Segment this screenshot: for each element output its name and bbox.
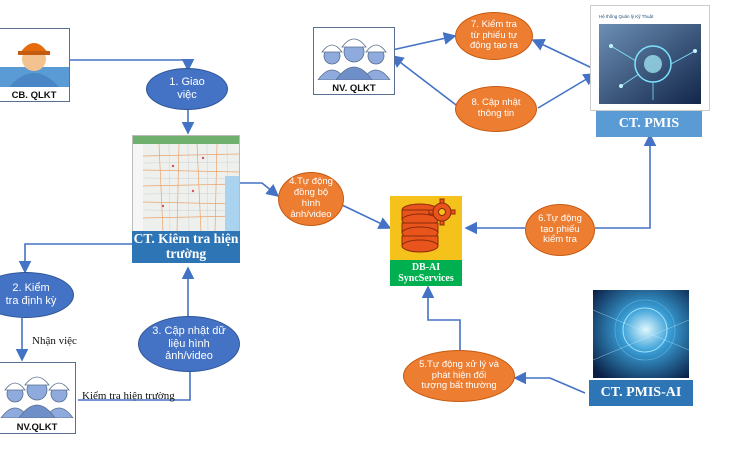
actor-nv-qlkt-bottom: NV.QLKT: [0, 362, 76, 434]
label-kiem-tra-hien-truong: Kiểm tra hiện trường: [82, 390, 175, 402]
system-title: CT. Kiêm tra hiện trường: [132, 231, 240, 263]
step-8-cap-nhat-thong-tin: 8. Cập nhật thông tin: [455, 86, 537, 132]
db-title-line2: SyncServices: [398, 273, 454, 284]
gear-icon: [428, 198, 456, 226]
label-nhan-viec: Nhận việc: [32, 335, 77, 347]
pmis-ai-image: [593, 290, 689, 378]
workers-icon: [0, 376, 74, 419]
arrow-ct-to-s2: [18, 243, 133, 274]
step-4-dong-bo: 4.Tự động đồng bộ hình ảnh/video: [278, 172, 344, 226]
arrow-cb-to-s1: [70, 58, 195, 72]
arrow-s8-pmis: [537, 73, 597, 109]
actor-cb-qlkt: CB. QLKT: [0, 28, 70, 102]
step-3-cap-nhat-du-lieu: 3. Cập nhật dữ liệu hình ảnh/video: [138, 316, 240, 372]
pmis-header-text: Hệ thống Quản lý Kỹ Thuật: [599, 14, 654, 19]
arrow-s5-pmisai: [513, 371, 586, 394]
manager-icon: [0, 43, 69, 87]
system-kiem-tra-hien-truong: CT. Kiêm tra hiện trường: [130, 133, 242, 263]
step-2-kiem-tra-dinh-ky: 2. Kiểm tra định kỳ: [0, 272, 74, 318]
actor-label: CB. QLKT: [11, 90, 57, 101]
arrow-nv-to-s3: [78, 372, 191, 401]
step-7-kiem-tra-phieu: 7. Kiểm tra từ phiếu tự động tạo ra: [455, 12, 533, 60]
database-icon: [390, 196, 462, 260]
actor-nv-qlkt-top: NV. QLKT: [313, 27, 395, 95]
arrow-s4-to-db: [341, 204, 392, 229]
arrow-nv-s7: [391, 32, 457, 51]
step-6-tao-phieu: 6.Tự động tạo phiếu kiểm tra: [525, 204, 595, 256]
db-title-line1: DB-AI: [411, 262, 441, 273]
arrow-nv-s8: [390, 55, 461, 109]
step-5-xu-ly-phat-hien: 5.Tự động xử lý và phát hiện đối tượng b…: [403, 350, 515, 402]
system-title: CT. PMIS: [596, 111, 702, 137]
pmis-screen-image: Hệ thống Quản lý Kỹ Thuật: [590, 5, 710, 111]
system-pmis: Hệ thống Quản lý Kỹ Thuật CT. PMIS: [590, 5, 710, 137]
map-screenshot-image: [132, 135, 240, 233]
arrow-s6-to-pmis: [595, 133, 657, 229]
system-title: CT. PMIS-AI: [589, 380, 693, 406]
arrow-pmis-s7: [531, 39, 593, 69]
workers-icon: [317, 38, 391, 81]
arrow-db-s5: [421, 285, 461, 352]
system-db-ai: DB-AI SyncServices: [390, 196, 464, 288]
actor-label: NV.QLKT: [16, 422, 58, 433]
actor-label: NV. QLKT: [332, 83, 376, 94]
arrow-ct-to-s4: [240, 182, 280, 198]
system-pmis-ai: CT. PMIS-AI: [585, 280, 697, 408]
system-title: DB-AI SyncServices: [390, 260, 462, 286]
step-1-giao-viec: 1. Giao việc: [146, 68, 228, 110]
